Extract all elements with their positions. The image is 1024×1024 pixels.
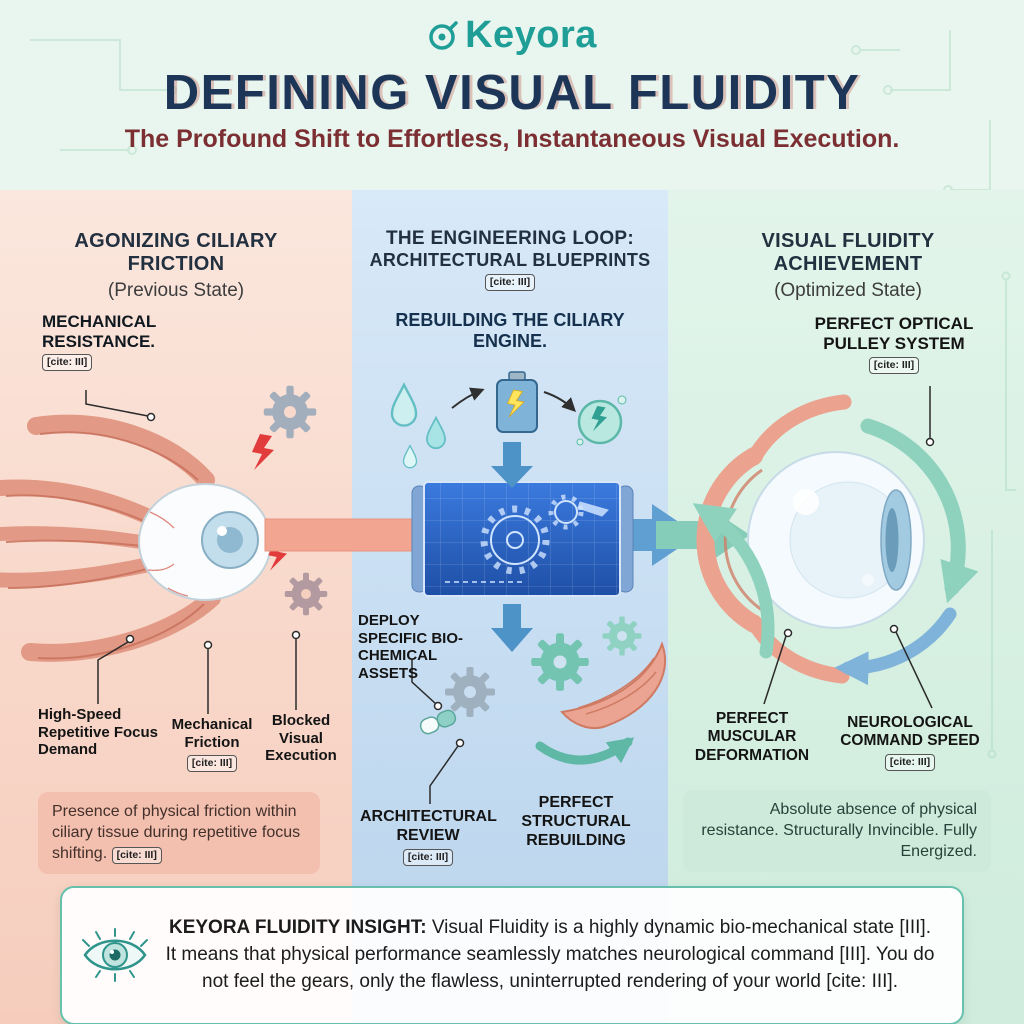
fluidity-insight-box: KEYORA FLUIDITY INSIGHT: Visual Fluidity… <box>60 886 964 1024</box>
page-title: DEFINING VISUAL FLUIDITY <box>163 66 861 120</box>
brand-logo: Keyora <box>427 14 597 57</box>
citation-tag: [cite: III] <box>402 848 454 866</box>
middle-panel-title: THE ENGINEERING LOOP: ARCHITECTURAL BLUE… <box>360 228 660 291</box>
left-panel-title: AGONIZING CILIARY FRICTION <box>74 230 278 275</box>
citation-tag: [cite: III] <box>186 755 238 773</box>
citation-tag: [cite: III] <box>111 846 162 864</box>
optical-pulley-callout: PERFECT OPTICAL PULLEY SYSTEM [cite: III… <box>798 314 990 375</box>
mechanical-resistance-callout: MECHANICAL RESISTANCE. [cite: III] <box>42 312 212 372</box>
citation-tag: [cite: III] <box>484 273 536 291</box>
insight-text: KEYORA FLUIDITY INSIGHT: Visual Fluidity… <box>164 915 936 996</box>
left-panel-state: (Previous State) <box>107 280 245 301</box>
left-caption: Presence of physical friction within cil… <box>38 792 320 875</box>
architectural-review-label: ARCHITECTURAL REVIEW [cite: III] <box>360 808 497 866</box>
insight-body: Visual Fluidity is a highly dynamic bio-… <box>165 917 935 992</box>
page-header: Keyora DEFINING VISUAL FLUIDITY The Prof… <box>0 0 1024 190</box>
citation-tag: [cite: III] <box>884 753 936 771</box>
insight-label: KEYORA FLUIDITY INSIGHT: <box>168 917 427 938</box>
citation-tag: [cite: III] <box>868 357 920 375</box>
neurological-speed-label: NEUROLOGICAL COMMAND SPEED [cite: III] <box>826 714 994 771</box>
insight-eye-icon <box>82 928 148 983</box>
page-subtitle: The Profound Shift to Effortless, Instan… <box>124 125 900 153</box>
label-mechanical-friction: Mechanical Friction [cite: III] <box>164 716 260 773</box>
right-caption: Absolute absence of physical resistance.… <box>683 790 991 873</box>
brand-name: Keyora <box>465 14 597 56</box>
structural-rebuilding-label: PERFECT STRUCTURAL REBUILDING <box>521 794 631 849</box>
rebuilding-engine-label: REBUILDING THE CILIARY ENGINE. <box>395 310 625 351</box>
right-panel-title: VISUAL FLUIDITY ACHIEVEMENT <box>761 230 935 275</box>
deploy-assets-label: DEPLOY SPECIFIC BIO-CHEMICAL ASSETS <box>358 612 464 683</box>
keyora-logo-icon <box>429 20 458 50</box>
right-panel-state: (Optimized State) <box>774 280 922 301</box>
label-focus-demand: High-Speed Repetitive Focus Demand <box>38 706 159 759</box>
muscular-deformation-label: PERFECT MUSCULAR DEFORMATION <box>694 710 810 764</box>
citation-tag: [cite: III] <box>42 354 93 372</box>
label-blocked-execution: Blocked Visual Execution <box>265 712 337 765</box>
mechanical-resistance-title: MECHANICAL RESISTANCE. <box>42 312 156 351</box>
